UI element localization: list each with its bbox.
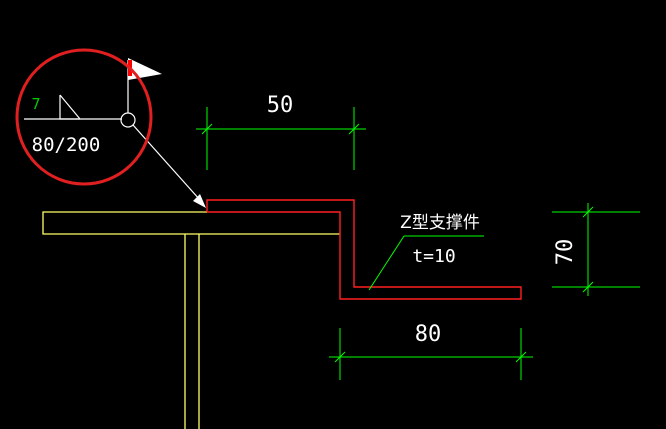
dim-bottom-tick-left xyxy=(334,351,346,363)
dimension-right-value: 70 xyxy=(553,239,578,266)
dim-top-tick-right xyxy=(348,123,360,135)
fillet-weld-hypotenuse xyxy=(59,94,81,120)
bracket-leader xyxy=(368,235,484,291)
highlight-circle xyxy=(15,48,153,186)
dim-top-tick-left xyxy=(201,123,213,135)
dimension-bottom-value: 80 xyxy=(415,322,442,347)
dimension-right xyxy=(552,203,640,296)
bracket-leader-diagonal xyxy=(368,235,405,291)
bracket-thickness-label: t=10 xyxy=(412,246,455,267)
weld-arrow-head-icon xyxy=(193,194,206,208)
dimension-top xyxy=(196,107,366,170)
fillet-weld-icon xyxy=(59,95,80,120)
dim-bottom-tick-right xyxy=(515,351,527,363)
bracket-name-label: Z型支撑件 xyxy=(400,213,480,233)
weld-spec-label: 80/200 xyxy=(32,134,101,156)
z-bracket-outline xyxy=(206,199,522,300)
weld-arrow-leader xyxy=(132,124,201,201)
weld-size-label: 7 xyxy=(31,95,40,113)
steel-beam xyxy=(42,211,340,429)
beam-flange xyxy=(42,211,340,235)
dimension-top-value: 50 xyxy=(267,93,294,118)
dim-right-tick-bottom xyxy=(582,281,594,293)
dimension-bottom xyxy=(329,328,533,380)
dim-right-tick-top xyxy=(582,206,594,218)
